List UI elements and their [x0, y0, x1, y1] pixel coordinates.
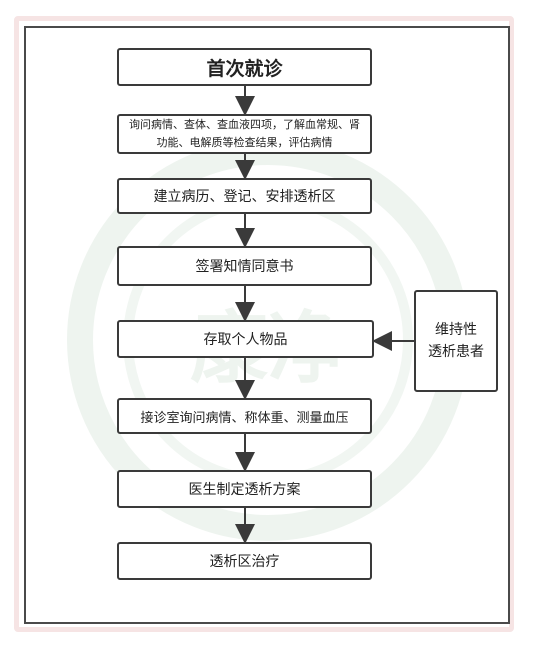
- step-consent: 签署知情同意书: [117, 246, 372, 286]
- step-registration: 建立病历、登记、安排透析区: [117, 178, 372, 214]
- step-treatment: 透析区治疗: [117, 542, 372, 580]
- side-note-line1: 维持性: [435, 322, 477, 338]
- step-belongings: 存取个人物品: [117, 320, 374, 358]
- side-note-patients: 维持性 透析患者: [414, 290, 498, 392]
- step-assessment: 询问病情、查体、查血液四项，了解血常规、肾功能、电解质等检查结果，评估病情: [117, 114, 372, 154]
- step-reception-check: 接诊室询问病情、称体重、测量血压: [117, 398, 372, 434]
- page-border: [14, 16, 514, 632]
- step-first-visit: 首次就诊: [117, 48, 372, 86]
- side-note-line2: 透析患者: [428, 344, 484, 360]
- step-dialysis-plan: 医生制定透析方案: [117, 470, 372, 508]
